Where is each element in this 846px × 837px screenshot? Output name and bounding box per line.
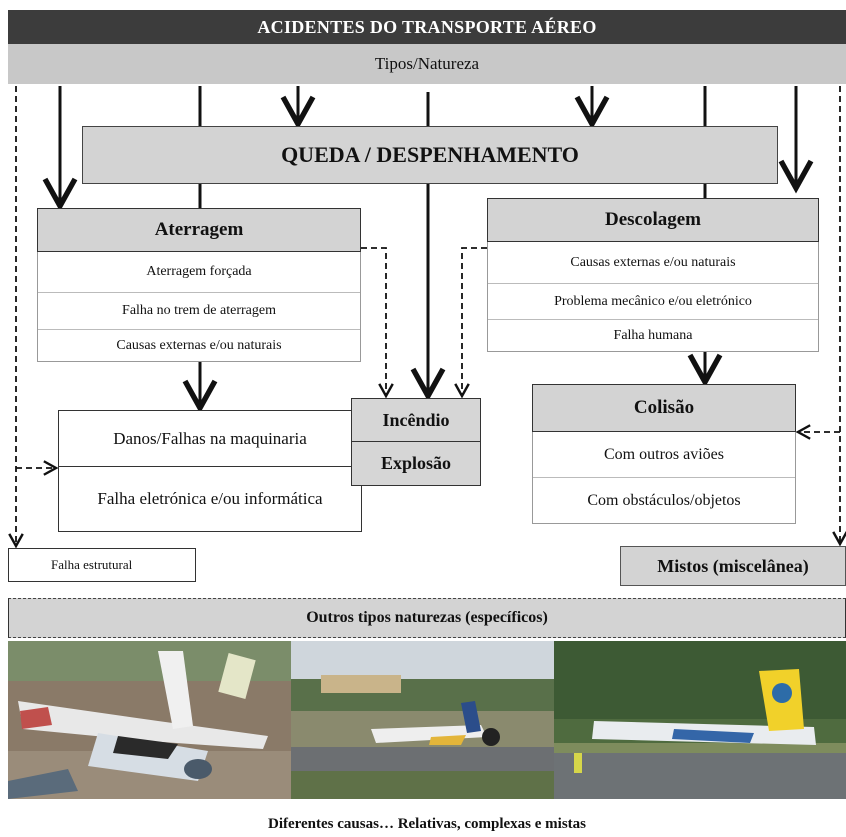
colisao-item: Com outros aviões [533,432,795,478]
danos-item: Danos/Falhas na maquinaria [59,411,361,467]
footer-caption: Diferentes causas… Relativas, complexas … [267,816,586,832]
page-title: ACIDENTES DO TRANSPORTE AÉREO [8,10,846,44]
colisao-header: Colisão [532,384,796,432]
queda-box: QUEDA / DESPENHAMENTO [82,126,778,184]
danos-item: Falha eletrónica e/ou informática [97,489,323,509]
descolagem-item: Problema mecânico e/ou eletrónico [488,284,818,320]
crash-photo-2-image [291,641,554,799]
incendio-label: Incêndio [352,399,480,442]
crash-photo-3-image [554,641,846,799]
aterragem-item: Causas externas e/ou naturais [116,338,282,353]
dashed-aterragem-incendio [361,247,394,399]
aterragem-list: Aterragem forçada Falha no trem de aterr… [37,252,361,362]
dashed-descolagem-incendio [454,247,487,399]
explosao-label: Explosão [380,453,452,473]
mistos-box: Mistos (miscelânea) [620,546,846,586]
descolagem-header: Descolagem [487,198,819,242]
crash-photo-1-image [8,641,291,799]
aterragem-header: Aterragem [37,208,361,252]
crash-photo-2 [291,641,554,799]
crash-photo-3 [554,641,846,799]
descolagem-item: Causas externas e/ou naturais [488,242,818,284]
subtitle-bar: Tipos/Natureza [8,44,846,84]
aterragem-item: Aterragem forçada [38,252,360,293]
fogo-box: Incêndio Explosão [351,398,481,486]
colisao-list: Com outros aviões Com obstáculos/objetos [532,432,796,524]
colisao-item: Com obstáculos/objetos [587,492,741,509]
aterragem-item: Falha no trem de aterragem [38,293,360,330]
outros-tipos-bar: Outros tipos naturezas (específicos) [8,598,846,638]
crash-photo-1 [8,641,291,799]
descolagem-list: Causas externas e/ou naturais Problema m… [487,242,819,352]
descolagem-item: Falha humana [613,328,693,343]
photo-strip [8,641,846,799]
danos-box: Danos/Falhas na maquinaria Falha eletrón… [58,410,362,532]
falha-estrutural-box: Falha estrutural [8,548,196,582]
